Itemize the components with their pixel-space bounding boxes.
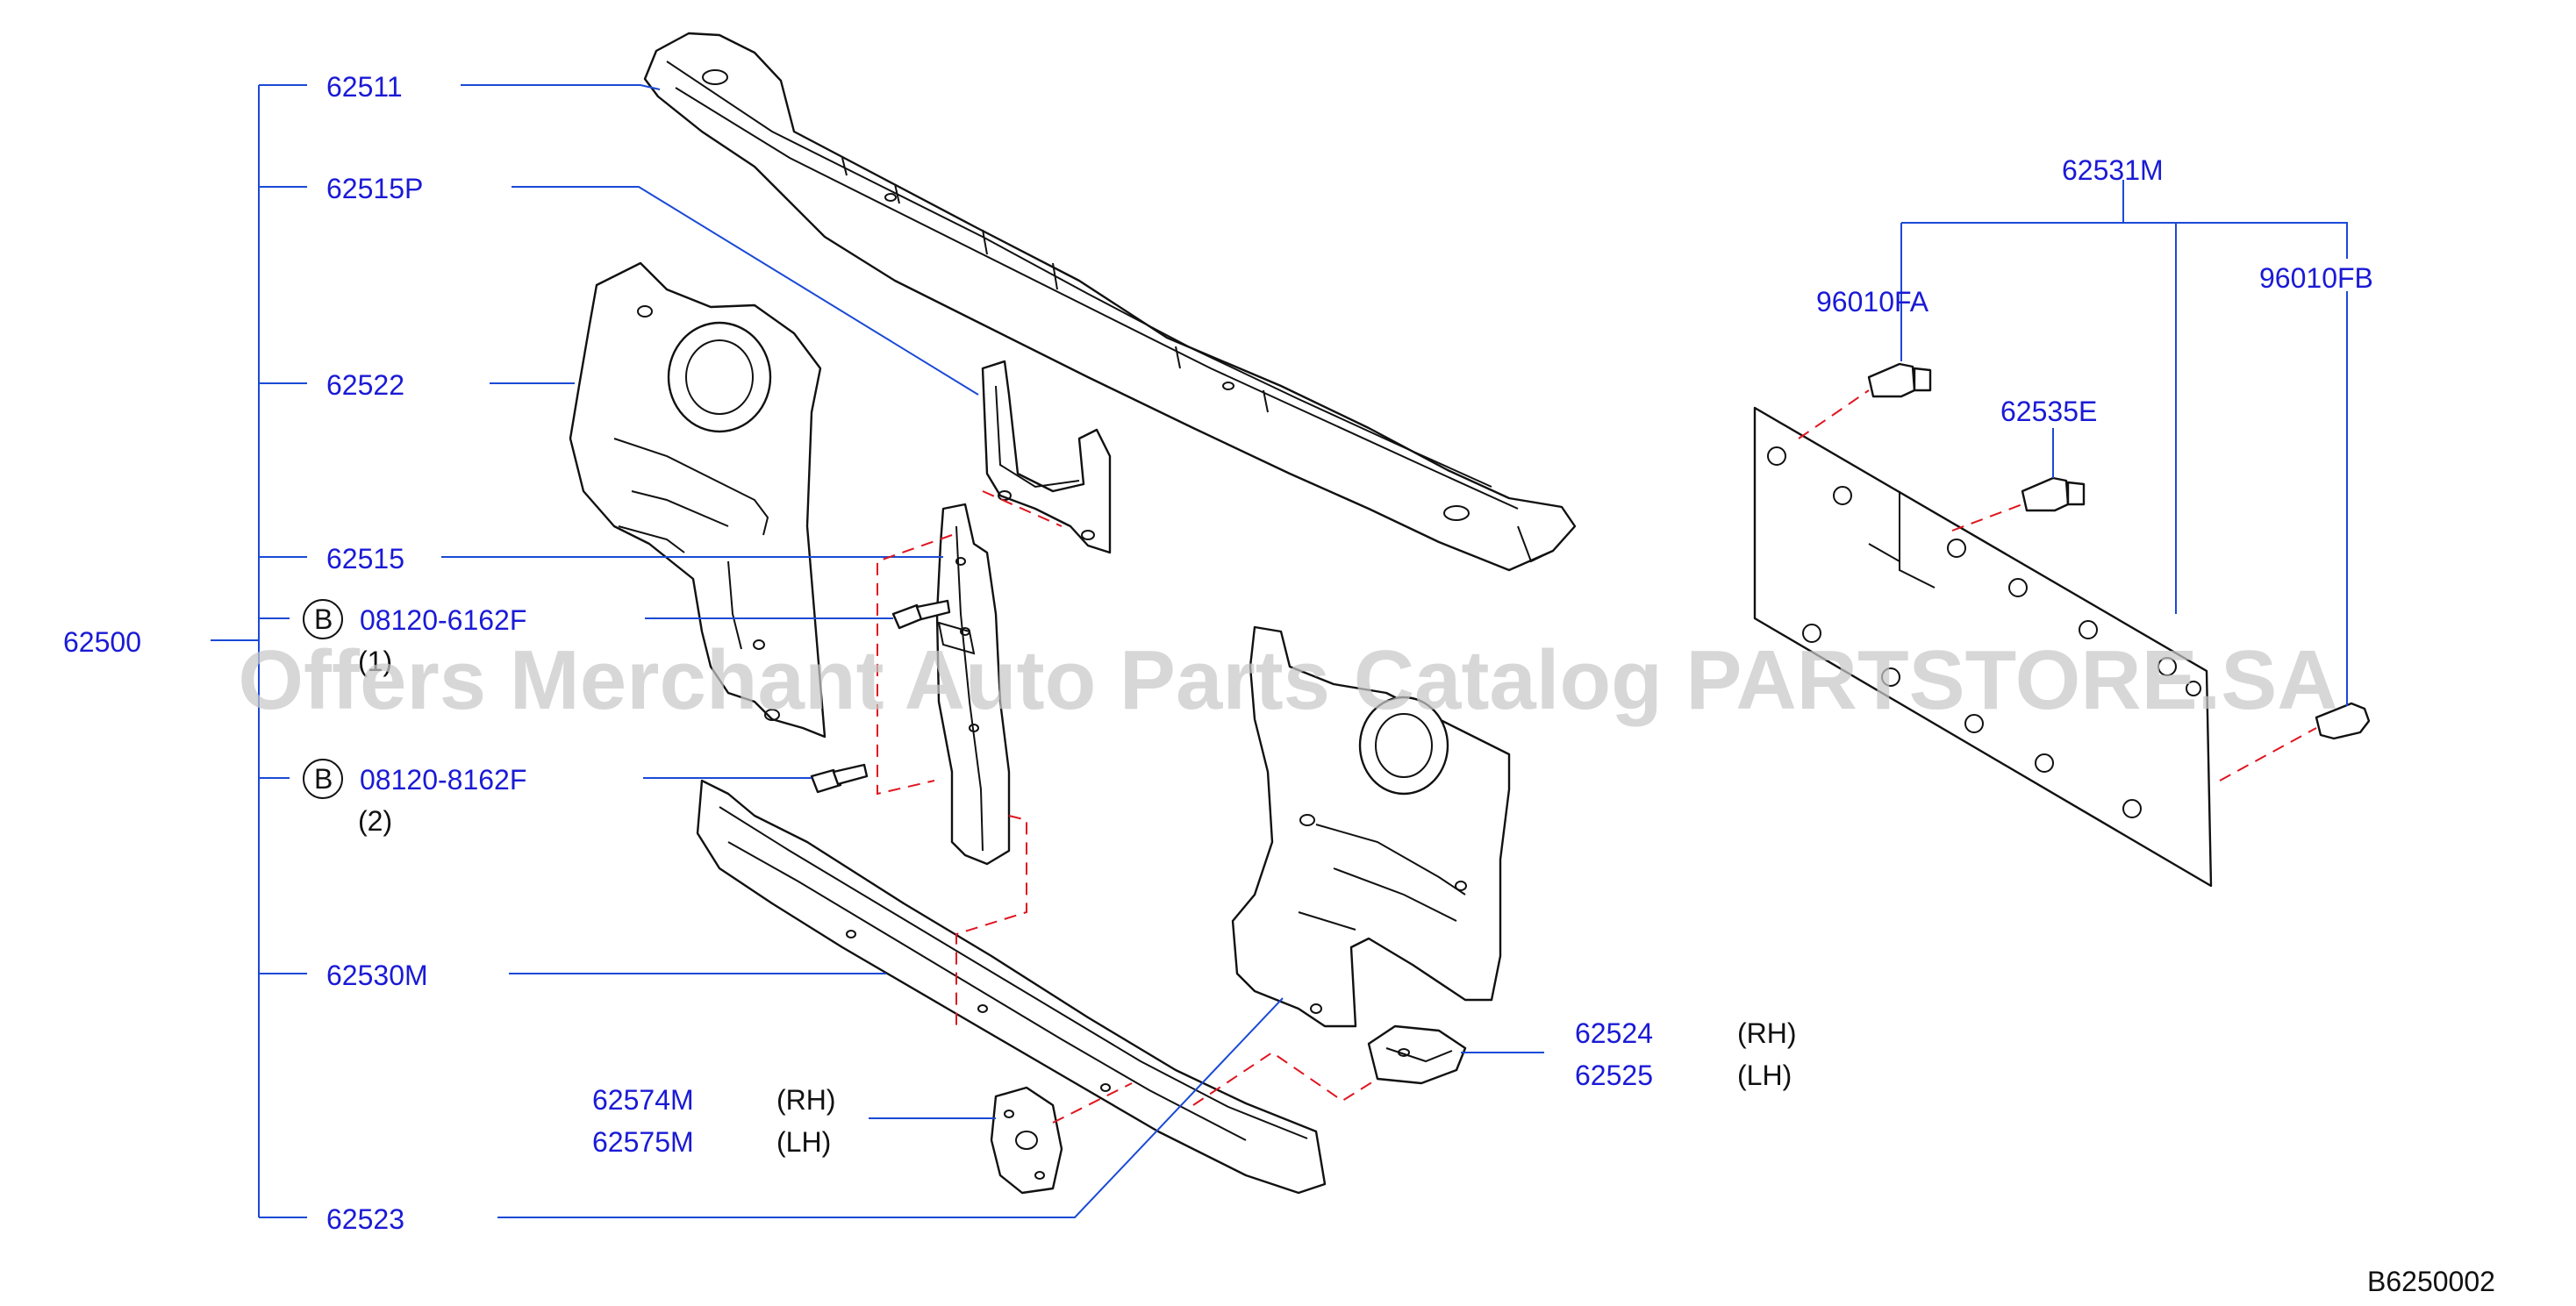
- clip-62535E: [2021, 476, 2086, 512]
- label-62500: 62500: [63, 626, 141, 658]
- label-62511: 62511: [326, 71, 403, 103]
- label-62530M: 62530M: [326, 960, 428, 991]
- label-62575M: 62575M: [592, 1126, 694, 1158]
- label-62524: 62524: [1575, 1017, 1653, 1049]
- label-62535E: 62535E: [2000, 396, 2097, 427]
- leader-lines: [441, 84, 2348, 1218]
- bolt-symbol-2-letter: B: [314, 763, 333, 795]
- label-62522: 62522: [326, 369, 404, 401]
- label-62515: 62515: [326, 543, 404, 574]
- part-62515P-bracket: [981, 360, 1112, 554]
- label-62531M: 62531M: [2062, 154, 2164, 186]
- label-62575M-side: (LH): [776, 1126, 831, 1158]
- part-62524-bracket: [1367, 1024, 1467, 1085]
- label-62574M: 62574M: [592, 1084, 694, 1116]
- part-62515-center-brace: [935, 503, 1011, 866]
- label-62523: 62523: [326, 1203, 404, 1235]
- bolt-symbol-1: [303, 599, 343, 639]
- bolt-symbol-1-letter: B: [314, 603, 333, 635]
- diagram-code: B6250002: [2367, 1266, 2495, 1297]
- label-62574M-side: (RH): [776, 1084, 836, 1116]
- label-62515P: 62515P: [326, 173, 423, 204]
- label-08120-6162F: 08120-6162F: [360, 604, 526, 636]
- label-62524-side: (RH): [1737, 1017, 1797, 1049]
- label-bolt1-qty: (1): [358, 646, 392, 677]
- label-08120-8162F: 08120-8162F: [360, 764, 526, 796]
- bolt-symbol-2: [303, 759, 343, 799]
- bolt-08120-8162F: [810, 763, 869, 794]
- bolt-08120-6162F: [891, 599, 951, 630]
- part-62530M-lower-support: [696, 779, 1327, 1195]
- watermark: Offers Merchant Auto Parts Catalog PARTS…: [238, 633, 2337, 727]
- labels: 62511 62515P 62522 62515 62500 B 08120-6…: [63, 71, 2495, 1297]
- clip-96010FB: [2315, 702, 2371, 740]
- part-62531M-plate: [1753, 406, 2213, 888]
- label-96010FB: 96010FB: [2259, 262, 2373, 294]
- label-bolt2-qty: (2): [358, 805, 392, 837]
- part-62523-side-panel-right: [1231, 625, 1511, 1028]
- part-62511-upper-support: [643, 32, 1577, 572]
- label-62525-side: (LH): [1737, 1060, 1792, 1091]
- clip-96010FA: [1867, 362, 1932, 398]
- label-96010FA: 96010FA: [1816, 286, 1929, 318]
- label-62525: 62525: [1575, 1060, 1653, 1091]
- assembly-bracket: [211, 84, 307, 1218]
- part-62574M-bracket: [990, 1086, 1063, 1195]
- guide-lines: [877, 389, 2317, 1124]
